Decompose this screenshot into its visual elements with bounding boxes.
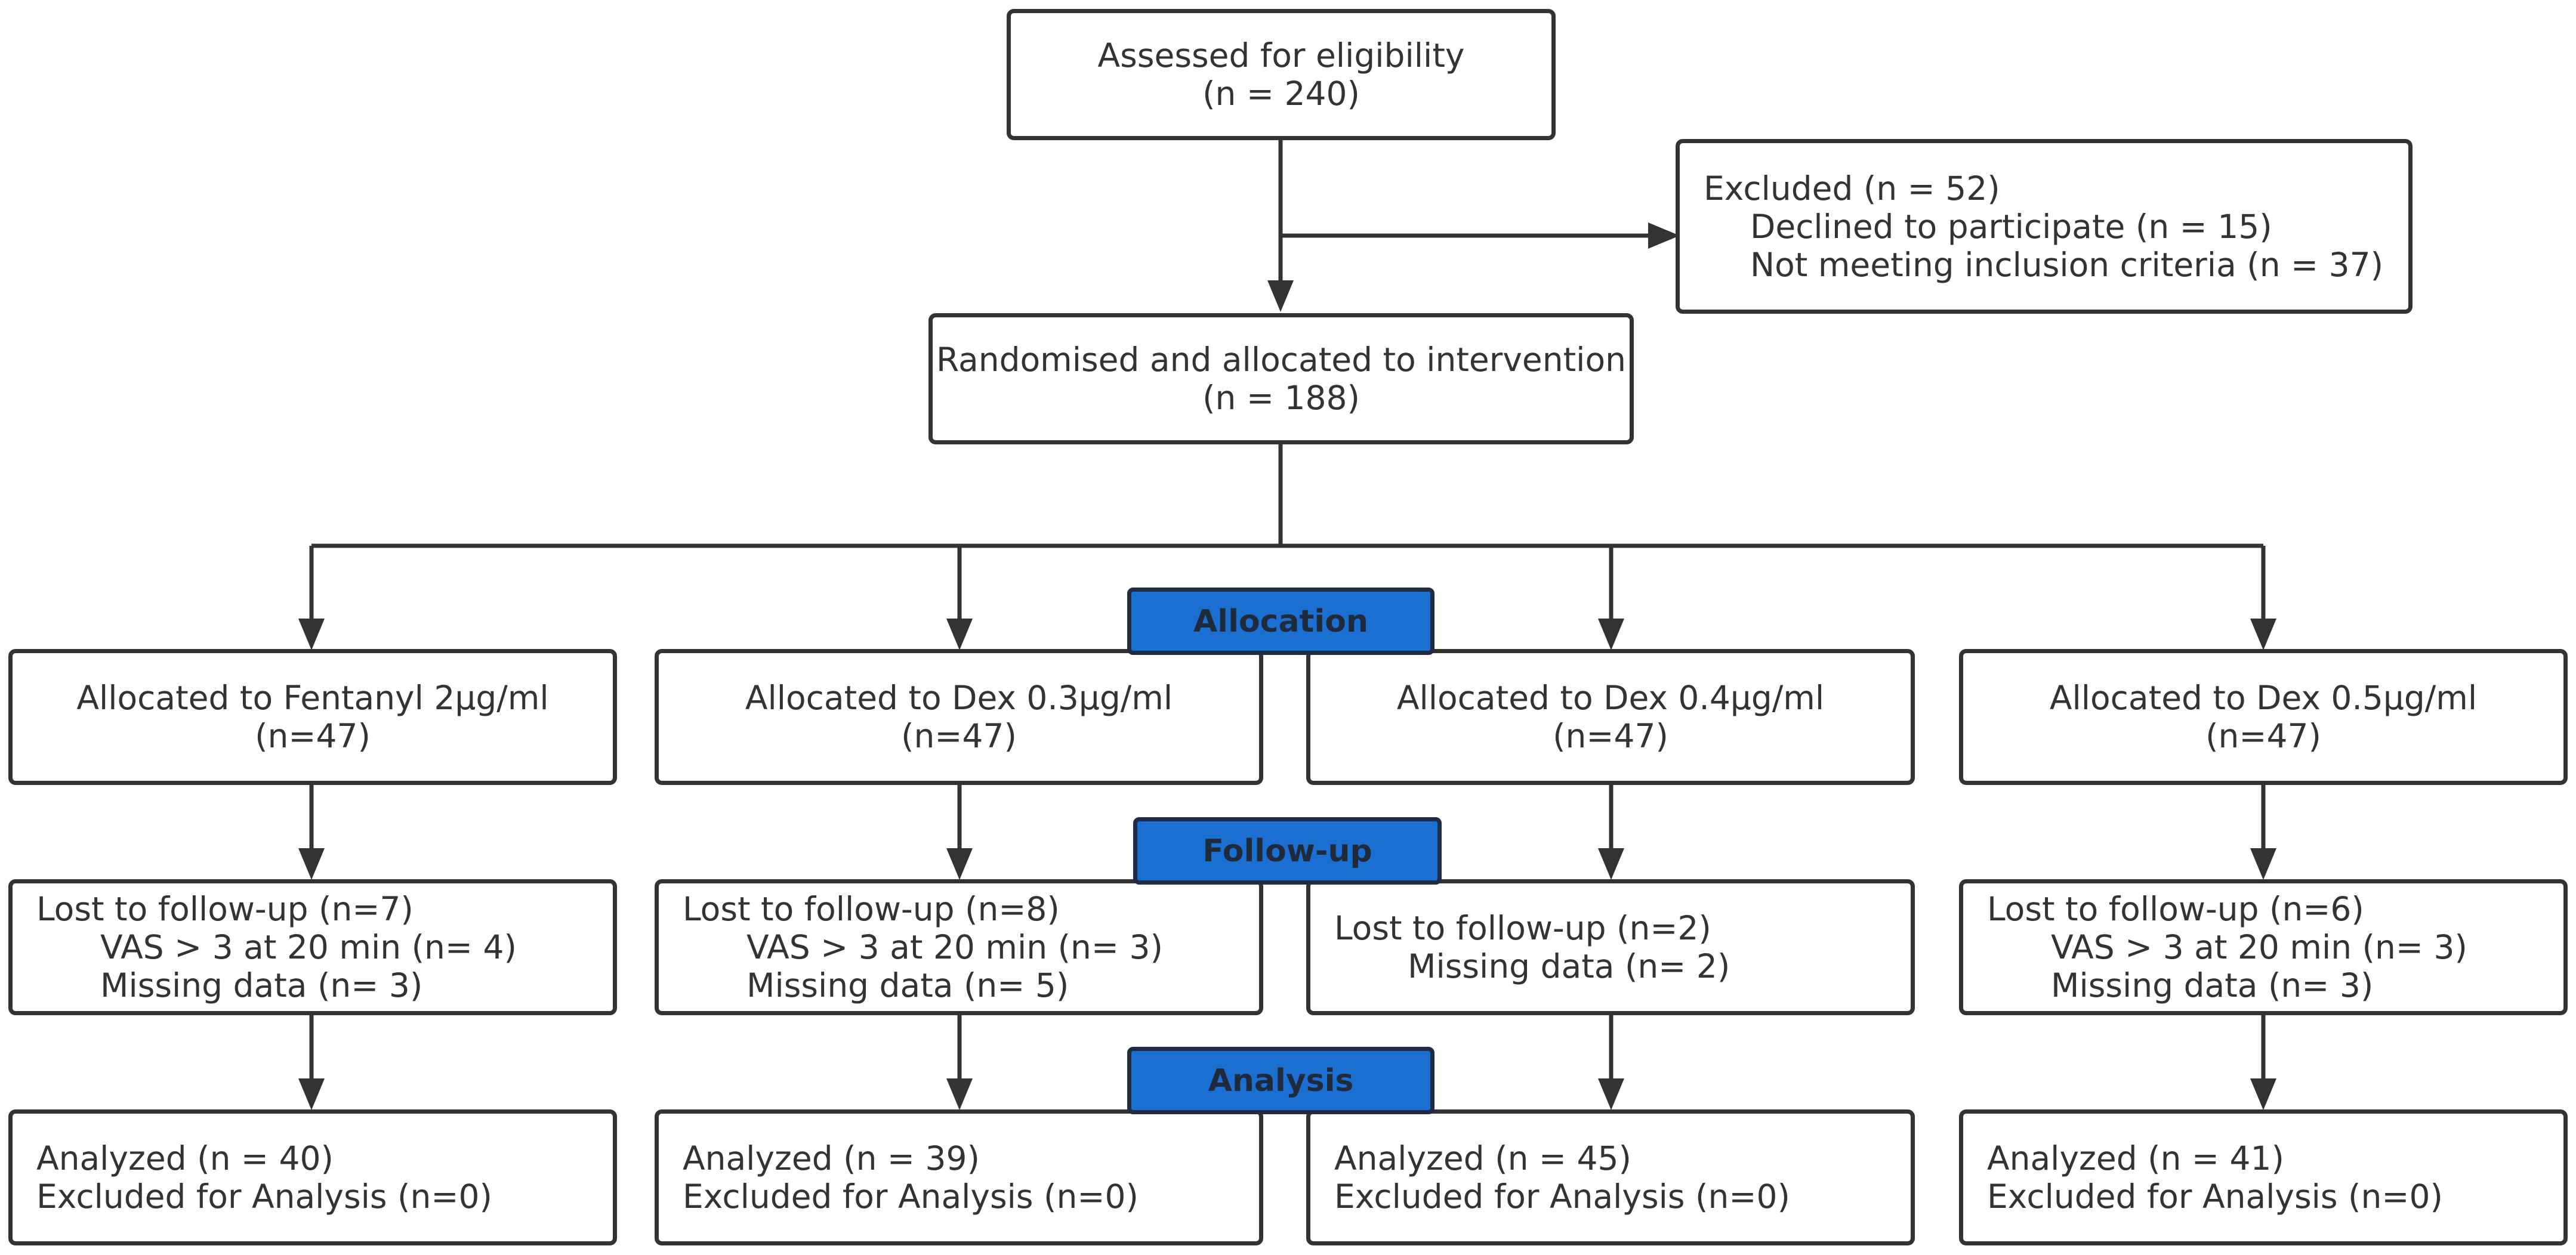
arm4-followup-box: Lost to follow-up (n=6) VAS > 3 at 20 mi…	[1959, 879, 2568, 1015]
lost-title: Lost to follow-up (n=6)	[1987, 890, 2364, 928]
excluded-title: Excluded (n = 52)	[1704, 169, 2000, 208]
excluded-box: Excluded (n = 52) Declined to participat…	[1676, 139, 2413, 314]
allocated-label: Allocated to Dex 0.5μg/ml	[2049, 679, 2478, 717]
arm1-analysis-box: Analyzed (n = 40) Excluded for Analysis …	[8, 1109, 617, 1245]
lost-reason: Missing data (n= 3)	[2051, 966, 2374, 1004]
excluded-analysis: Excluded for Analysis (n=0)	[36, 1177, 492, 1216]
arrowhead-arm4-analysis	[2250, 1078, 2276, 1110]
arrowhead-arm1-followup	[298, 848, 325, 880]
arm4-allocated-box: Allocated to Dex 0.5μg/ml (n=47)	[1959, 649, 2568, 785]
analyzed-count: Analyzed (n = 39)	[683, 1139, 980, 1177]
arm4-analysis-box: Analyzed (n = 41) Excluded for Analysis …	[1959, 1109, 2568, 1245]
arrowhead-arm2-alloc	[946, 619, 973, 650]
allocated-label: Allocated to Fentanyl 2μg/ml	[76, 679, 549, 717]
stage-analysis: Analysis	[1127, 1047, 1434, 1114]
arrowhead-arm1-alloc	[298, 619, 325, 650]
arrowhead-excluded	[1648, 222, 1680, 249]
lost-reason: Missing data (n= 5)	[746, 966, 1069, 1004]
assessed-box: Assessed for eligibility (n = 240)	[1007, 9, 1556, 140]
arrowhead-arm3-analysis	[1598, 1078, 1624, 1110]
allocated-count: (n=47)	[2205, 717, 2321, 755]
lost-title: Lost to follow-up (n=2)	[1334, 909, 1711, 947]
randomised-title: Randomised and allocated to intervention	[936, 341, 1626, 379]
analyzed-count: Analyzed (n = 41)	[1987, 1139, 2284, 1177]
allocated-count: (n=47)	[1553, 717, 1668, 755]
arm3-analysis-box: Analyzed (n = 45) Excluded for Analysis …	[1306, 1109, 1915, 1245]
arrowhead-randomised	[1267, 280, 1294, 312]
lost-reason: VAS > 3 at 20 min (n= 3)	[2051, 928, 2467, 966]
excluded-analysis: Excluded for Analysis (n=0)	[683, 1177, 1139, 1216]
lost-reason: VAS > 3 at 20 min (n= 4)	[100, 928, 517, 966]
arrowhead-arm3-followup	[1598, 848, 1624, 880]
lost-title: Lost to follow-up (n=8)	[683, 890, 1060, 928]
allocated-count: (n=47)	[255, 717, 371, 755]
excluded-reason: Not meeting inclusion criteria (n = 37)	[1750, 245, 2384, 284]
lost-title: Lost to follow-up (n=7)	[36, 890, 414, 928]
randomised-count: (n = 188)	[1202, 379, 1360, 417]
arm2-allocated-box: Allocated to Dex 0.3μg/ml (n=47)	[655, 649, 1263, 785]
excluded-analysis: Excluded for Analysis (n=0)	[1987, 1177, 2443, 1216]
stage-allocation: Allocation	[1127, 588, 1434, 655]
allocated-count: (n=47)	[901, 717, 1017, 755]
assessed-count: (n = 240)	[1202, 75, 1360, 113]
arrowhead-arm2-analysis	[946, 1078, 973, 1110]
excluded-reason: Declined to participate (n = 15)	[1750, 207, 2272, 246]
lost-reason: VAS > 3 at 20 min (n= 3)	[746, 928, 1163, 966]
allocated-label: Allocated to Dex 0.4μg/ml	[1396, 679, 1825, 717]
arm2-followup-box: Lost to follow-up (n=8) VAS > 3 at 20 mi…	[655, 879, 1263, 1015]
arm1-allocated-box: Allocated to Fentanyl 2μg/ml (n=47)	[8, 649, 617, 785]
assessed-title: Assessed for eligibility	[1097, 36, 1465, 75]
arm2-analysis-box: Analyzed (n = 39) Excluded for Analysis …	[655, 1109, 1263, 1245]
analyzed-count: Analyzed (n = 40)	[36, 1139, 334, 1177]
arm1-followup-box: Lost to follow-up (n=7) VAS > 3 at 20 mi…	[8, 879, 617, 1015]
excluded-analysis: Excluded for Analysis (n=0)	[1334, 1177, 1790, 1216]
arrowhead-arm4-alloc	[2250, 619, 2276, 650]
arrowhead-arm4-followup	[2250, 848, 2276, 880]
arrowhead-arm2-followup	[946, 848, 973, 880]
allocated-label: Allocated to Dex 0.3μg/ml	[745, 679, 1173, 717]
arm3-followup-box: Lost to follow-up (n=2) Missing data (n=…	[1306, 879, 1915, 1015]
arrowhead-arm3-alloc	[1598, 619, 1624, 650]
lost-reason: Missing data (n= 2)	[1408, 947, 1730, 985]
analyzed-count: Analyzed (n = 45)	[1334, 1139, 1631, 1177]
stage-followup: Follow-up	[1133, 817, 1442, 885]
arm3-allocated-box: Allocated to Dex 0.4μg/ml (n=47)	[1306, 649, 1915, 785]
randomised-box: Randomised and allocated to intervention…	[928, 313, 1634, 444]
arrowhead-arm1-analysis	[298, 1078, 325, 1110]
lost-reason: Missing data (n= 3)	[100, 966, 423, 1004]
